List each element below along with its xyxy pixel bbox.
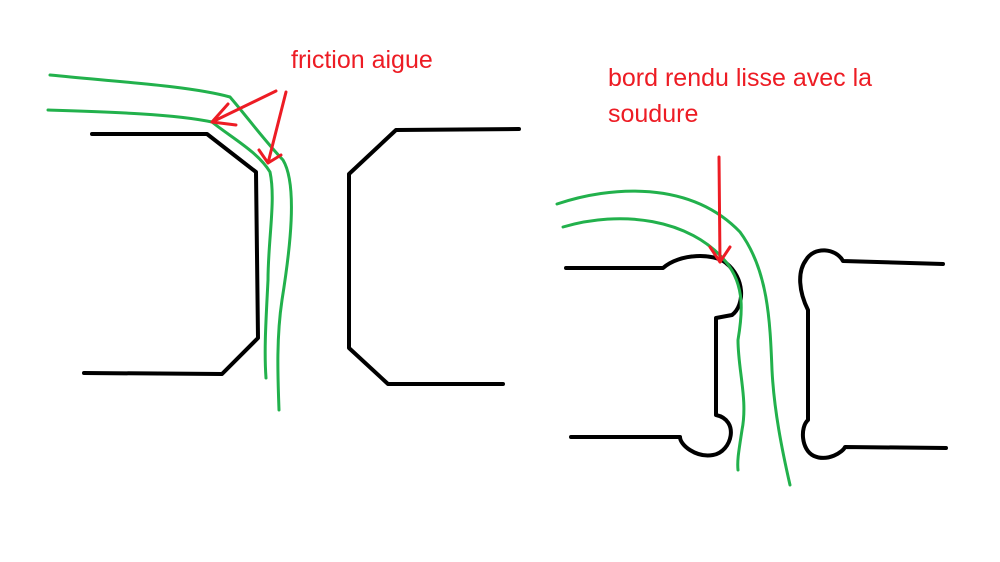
right-wire-inner <box>561 217 746 472</box>
right-plate-left <box>564 254 744 458</box>
left-plate-right <box>347 127 521 386</box>
right-diagram <box>555 155 948 487</box>
friction-arrow-2 <box>257 90 288 165</box>
left-plate-left <box>82 132 260 376</box>
friction-arrows <box>210 89 288 165</box>
smooth-edge-arrow <box>708 155 732 264</box>
left-wire-inner <box>46 108 274 380</box>
smooth-edge-label-line2: soudure <box>608 100 699 128</box>
right-plate-right <box>798 248 948 460</box>
left-wire-outer <box>48 73 293 412</box>
right-wire-outer <box>555 189 792 487</box>
smooth-edge-label-line1: bord rendu lisse avec la <box>608 64 873 92</box>
friction-arrow-1 <box>210 89 278 127</box>
friction-label: friction aigue <box>291 46 433 74</box>
left-diagram <box>46 73 521 412</box>
